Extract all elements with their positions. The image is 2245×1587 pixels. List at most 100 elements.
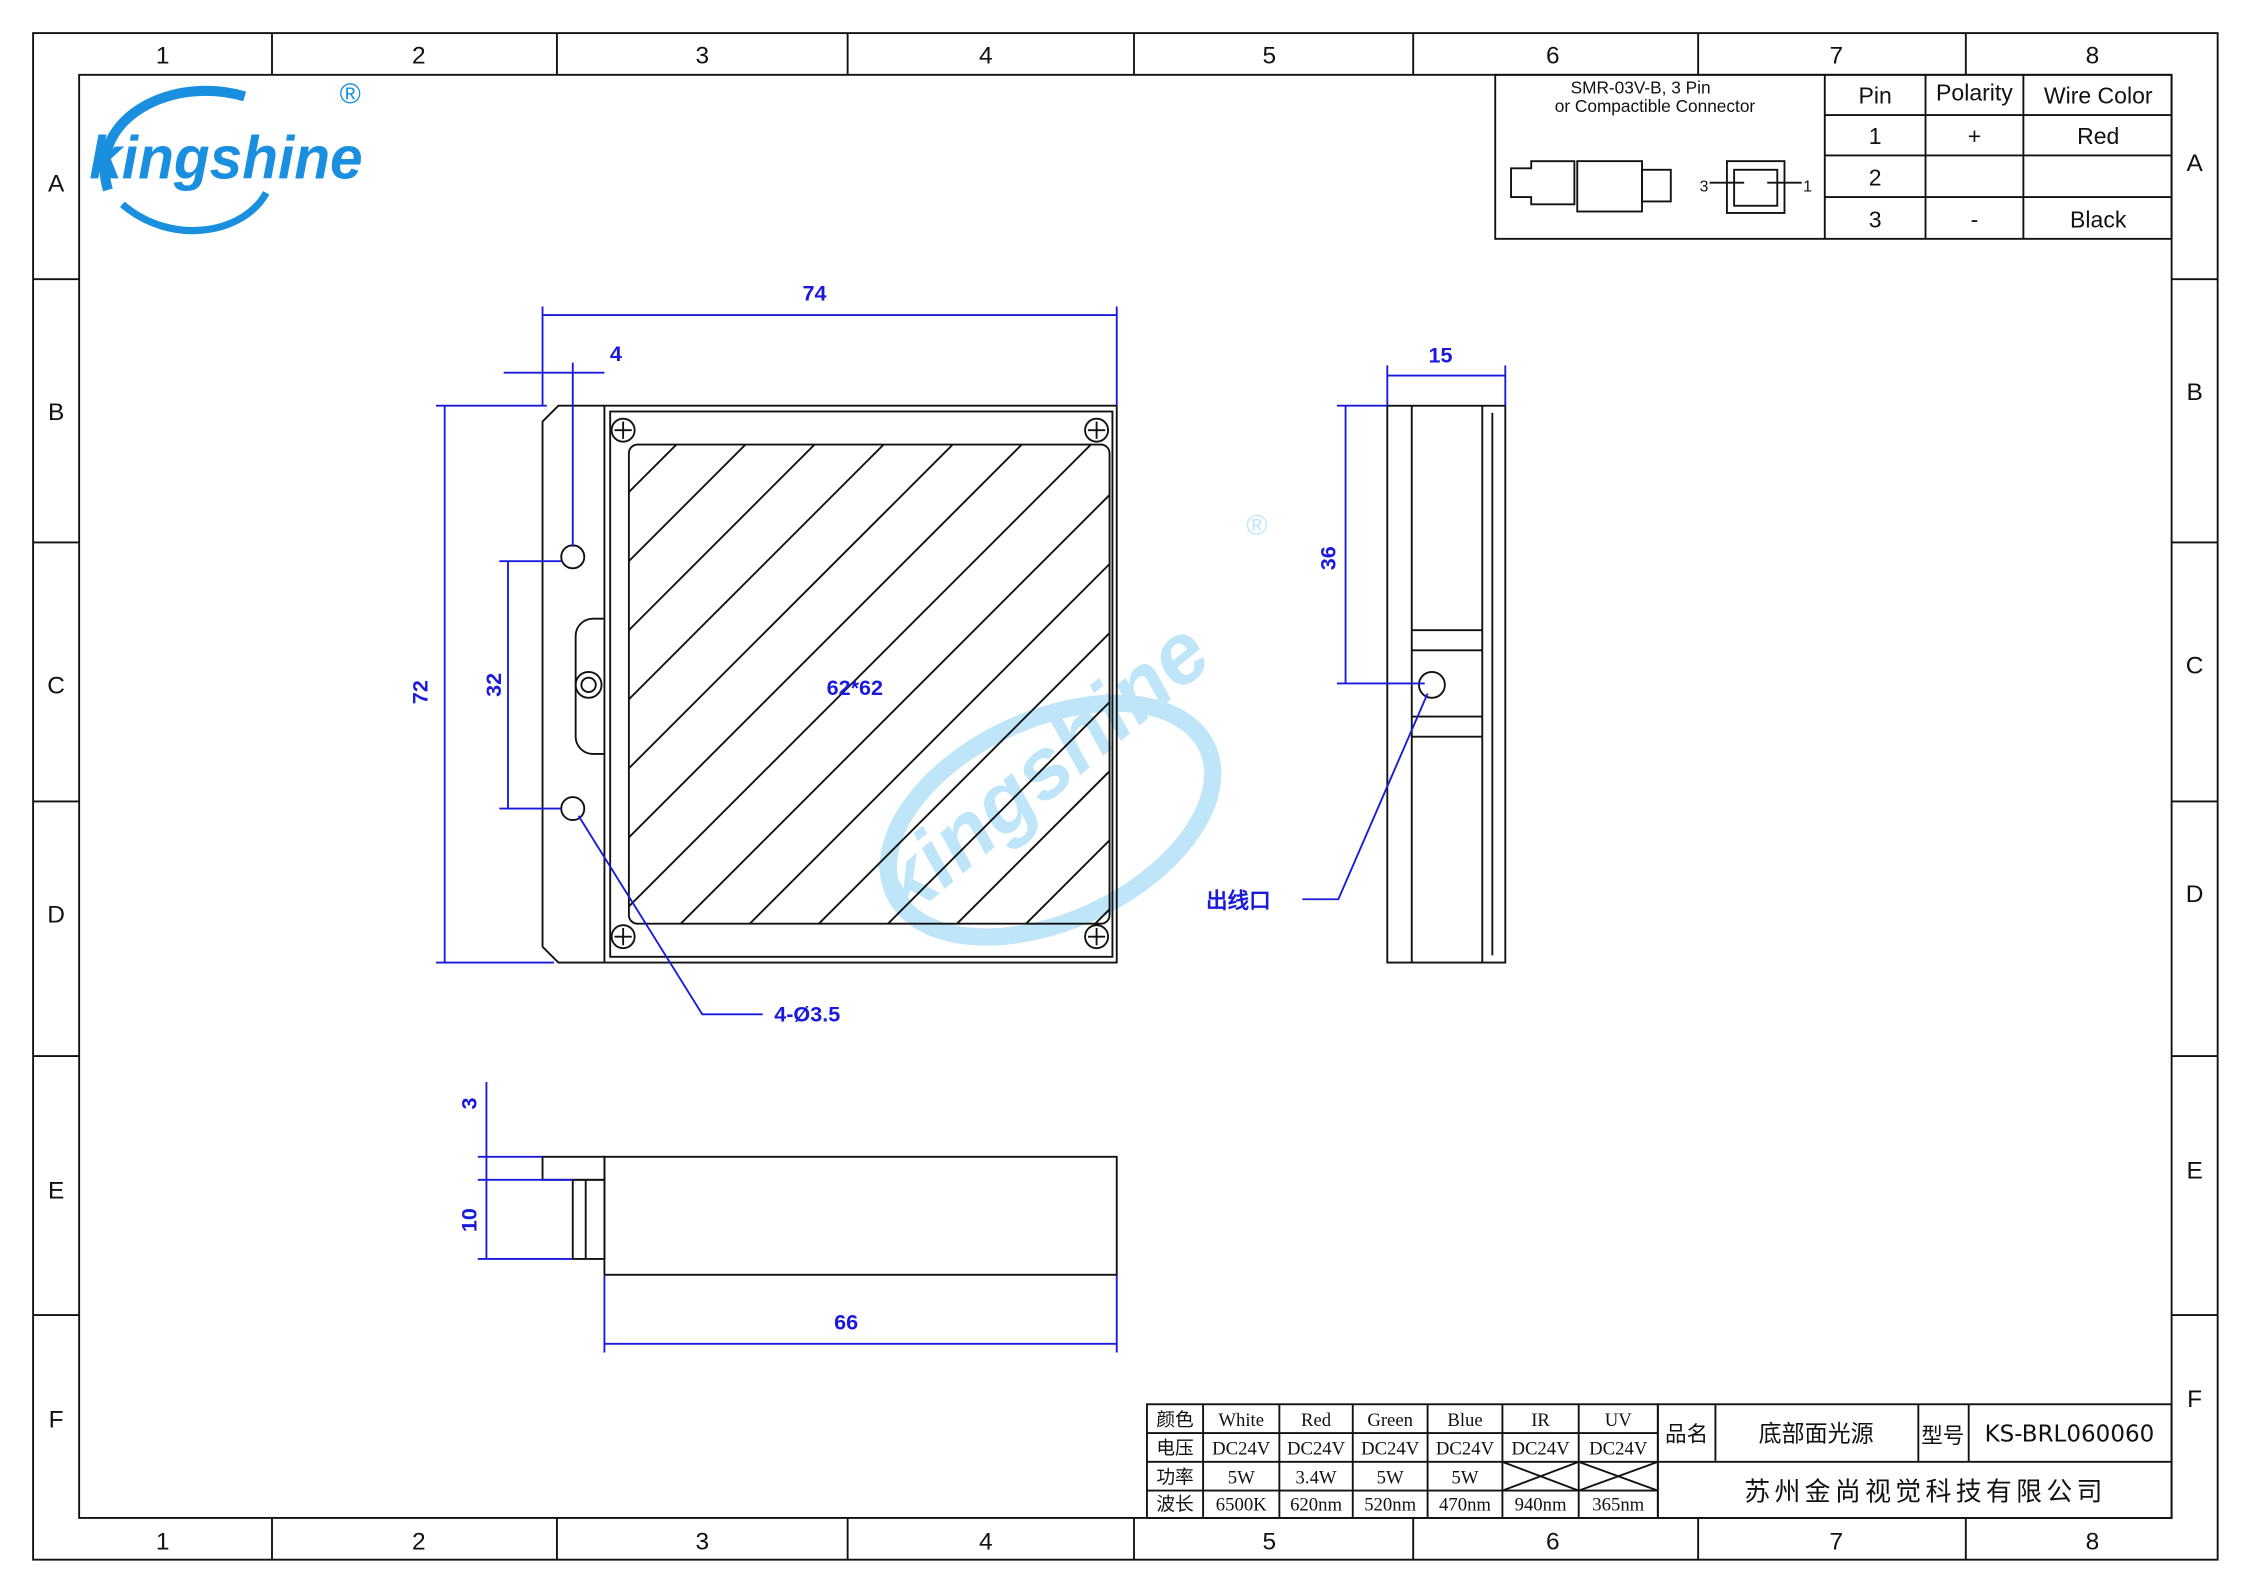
spec-cell: DC24V	[1511, 1439, 1570, 1460]
watermark-registered: ®	[1246, 510, 1267, 542]
col-label: 7	[1829, 42, 1843, 69]
wire-color-cell: Red	[2077, 123, 2119, 149]
sheet-frame	[32, 32, 2219, 1561]
header-wire-color: Wire Color	[2044, 83, 2153, 109]
spec-cell: White	[1218, 1410, 1264, 1431]
model-label: 型号	[1921, 1424, 1964, 1449]
pin-label-1: 1	[1803, 178, 1812, 195]
dim-depth: 15	[1429, 343, 1453, 368]
front-view	[541, 404, 1118, 964]
spec-cell: Blue	[1447, 1410, 1482, 1431]
mounting-hole	[560, 796, 586, 822]
col-label: 8	[2086, 1529, 2100, 1556]
screw-icon	[610, 924, 636, 950]
col-label: 5	[1262, 42, 1276, 69]
side-view: 15 36 出线口	[1206, 343, 1507, 964]
pin-cell: 2	[1869, 165, 1882, 191]
connector-table: SMR-03V-B, 3 Pin or Compactible Connecto…	[1494, 73, 2173, 240]
dim-tab-thickness: 3	[456, 1098, 481, 1110]
col-label: 6	[1546, 42, 1560, 69]
row-label: D	[47, 901, 65, 928]
name-label: 品名	[1665, 1423, 1708, 1448]
product-name: 底部面光源	[1759, 1422, 1874, 1448]
dim-body-thickness: 10	[456, 1208, 481, 1232]
dim-width: 74	[803, 281, 827, 306]
spec-row-label: 波长	[1156, 1495, 1194, 1516]
spec-cell: DC24V	[1436, 1439, 1495, 1460]
col-label: 7	[1829, 1529, 1843, 1556]
dim-window: 62*62	[827, 675, 883, 700]
logo-text: kingshine	[89, 123, 362, 191]
spec-cell: 520nm	[1364, 1495, 1416, 1516]
row-label: F	[2187, 1386, 2202, 1413]
pin-label-3: 3	[1700, 178, 1709, 195]
dim-flange: 4	[610, 341, 622, 366]
connector-title-1: SMR-03V-B, 3 Pin	[1571, 78, 1711, 98]
polarity-cell: +	[1968, 123, 1981, 149]
row-label: F	[49, 1406, 64, 1433]
dim-height: 72	[407, 680, 432, 704]
row-label: C	[47, 673, 65, 700]
dim-body-length: 66	[834, 1309, 858, 1334]
dim-holes: 4-Ø3.5	[774, 1002, 840, 1027]
spec-cell: Red	[1301, 1410, 1332, 1431]
connector-side-icon	[1510, 160, 1672, 213]
dim-outlet-offset: 36	[1315, 546, 1340, 570]
logo-registered: ®	[340, 79, 361, 111]
row-label: E	[48, 1178, 64, 1205]
spec-cell: 3.4W	[1296, 1467, 1337, 1488]
mounting-hole	[560, 544, 586, 570]
spec-cell: 365nm	[1592, 1495, 1644, 1516]
row-label: A	[48, 170, 65, 197]
column-labels-bottom: 1 2 3 4 5 6 7 8	[156, 1529, 2099, 1556]
spec-cell: DC24V	[1287, 1439, 1346, 1460]
polarity-cell: -	[1971, 206, 1979, 232]
bottom-view: 3 10 66	[456, 1081, 1118, 1353]
connector-title-2: or Compactible Connector	[1555, 96, 1756, 116]
pin-cell: 1	[1869, 123, 1882, 149]
spec-cell: 5W	[1452, 1467, 1479, 1488]
spec-cell: DC24V	[1589, 1439, 1648, 1460]
model-number: KS-BRL060060	[1985, 1422, 2155, 1448]
kingshine-logo: kingshine ®	[89, 79, 363, 235]
col-label: 6	[1546, 1529, 1560, 1556]
outlet-label: 出线口	[1206, 888, 1271, 913]
title-block: 品名 底部面光源 型号 KS-BRL060060 苏州金尚视觉科技有限公司	[1656, 1403, 2173, 1519]
spec-cell: 470nm	[1439, 1495, 1491, 1516]
watermark: kingshine ®	[857, 510, 1267, 946]
spec-row-label: 颜色	[1156, 1410, 1193, 1431]
col-label: 2	[412, 42, 426, 69]
pin-cell: 3	[1869, 206, 1882, 232]
row-labels-right: A B C D E F	[2186, 150, 2204, 1413]
spec-cell: IR	[1531, 1410, 1550, 1431]
wire-color-cell: Black	[2070, 206, 2127, 232]
header-polarity: Polarity	[1936, 80, 2013, 106]
company-name: 苏州金尚视觉科技有限公司	[1744, 1478, 2107, 1508]
screw-icon	[1084, 417, 1110, 443]
spec-cell: 940nm	[1515, 1495, 1567, 1516]
row-label: B	[2186, 379, 2202, 406]
header-pin: Pin	[1859, 83, 1892, 109]
column-labels-top: 1 2 3 4 5 6 7 8	[156, 42, 2099, 69]
col-label: 3	[695, 1529, 709, 1556]
col-label: 8	[2086, 42, 2100, 69]
not-applicable-cross	[1502, 1460, 1580, 1492]
row-label: A	[2186, 150, 2203, 177]
row-label: D	[2186, 881, 2204, 908]
spec-cell: DC24V	[1212, 1439, 1271, 1460]
dim-hole-spacing: 32	[481, 673, 506, 697]
spec-cell: 6500K	[1216, 1495, 1267, 1516]
screw-icon	[1084, 924, 1110, 950]
row-label: C	[2186, 652, 2204, 679]
row-labels-left: A B C D E F	[47, 170, 65, 1433]
col-label: 4	[979, 1529, 993, 1556]
screw-icon	[610, 417, 636, 443]
col-label: 4	[979, 42, 993, 69]
spec-cell: 620nm	[1290, 1495, 1342, 1516]
spec-row-label: 电压	[1156, 1439, 1193, 1460]
row-label: B	[48, 399, 64, 426]
col-label: 2	[412, 1529, 426, 1556]
connector-front-icon: 3 1	[1700, 160, 1812, 214]
